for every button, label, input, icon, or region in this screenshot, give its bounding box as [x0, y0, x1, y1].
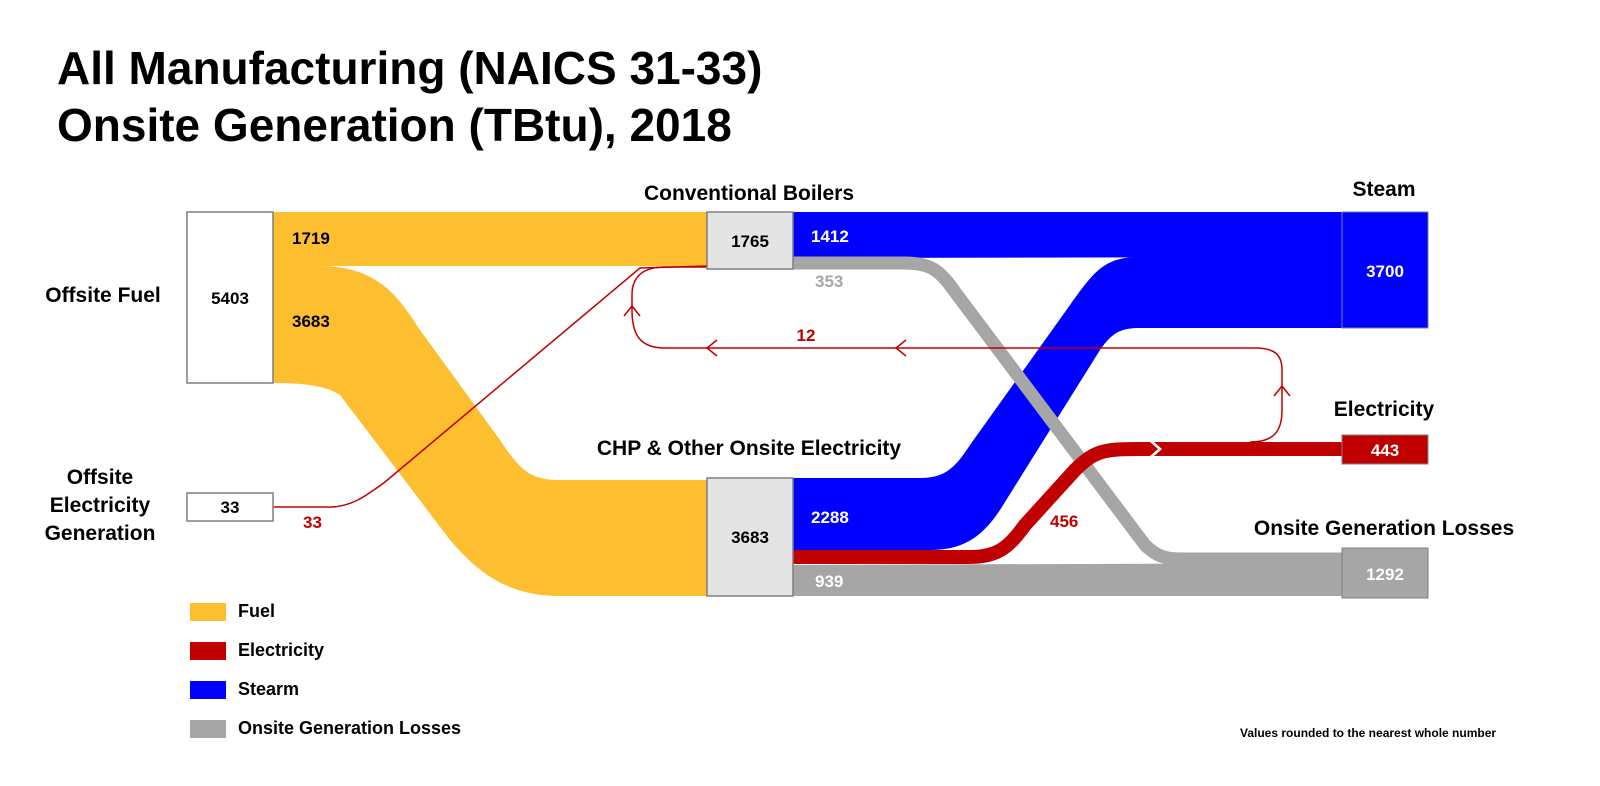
node-steam-label: Steam: [1352, 178, 1415, 201]
node-chp: [706, 477, 794, 597]
node-losses-value: 1292: [1366, 565, 1404, 584]
node-losses: [1341, 547, 1429, 599]
flow-boilers-to-losses-value: 353: [815, 272, 843, 291]
flow-boilers-to-steam-value: 1412: [811, 227, 849, 246]
node-offsite-electricity-value: 33: [221, 498, 240, 517]
flow-boilers-to-losses: [793, 256, 1342, 566]
flow-chp-to-losses-value: 939: [815, 572, 843, 591]
footnote: Values rounded to the nearest whole numb…: [1240, 726, 1497, 740]
flow-boilers-to-steam: [793, 212, 1342, 258]
legend-swatch-fuel: [190, 602, 226, 621]
legend-item-fuel: Fuel: [190, 592, 461, 631]
title-line-1: All Manufacturing (NAICS 31-33): [57, 42, 763, 94]
node-offsite-fuel-label: Offsite Fuel: [45, 284, 161, 307]
legend-swatch-losses: [190, 719, 226, 738]
flow-electricity-recirculated-value: 12: [797, 326, 816, 345]
node-offsite-fuel: [186, 211, 274, 384]
node-chp-label: CHP & Other Onsite Electricity: [597, 437, 902, 460]
node-electricity-label: Electricity: [1334, 398, 1435, 421]
flow-fuel-to-chp: [273, 266, 707, 596]
loop-arrowhead-1: [1273, 384, 1291, 397]
node-electricity: [1341, 434, 1429, 465]
flow-chp-to-electricity-value: 456: [1050, 512, 1078, 531]
legend-swatch-steam: [190, 680, 226, 699]
loop-arrowhead-4: [623, 304, 641, 317]
electricity-flow-chevron: [1150, 442, 1162, 456]
node-chp-value: 3683: [731, 528, 769, 547]
node-steam-value: 3700: [1366, 262, 1404, 281]
flow-chp-to-losses: [793, 563, 1342, 596]
title-line-2: Onsite Generation (TBtu), 2018: [57, 99, 732, 151]
node-steam: [1341, 211, 1429, 329]
node-offsite-electricity: [186, 492, 274, 522]
node-losses-label: Onsite Generation Losses: [1254, 517, 1514, 540]
node-conventional-boilers-value: 1765: [731, 232, 769, 251]
loop-arrowhead-2: [894, 339, 907, 357]
node-offsite-electricity-label-line-1: Offsite: [67, 466, 134, 489]
node-offsite-electricity-label-line-2: Electricity: [50, 494, 151, 517]
node-offsite-fuel-value: 5403: [211, 289, 249, 308]
flow-fuel-to-boilers: [273, 212, 707, 266]
flow-fuel-to-boilers-value: 1719: [292, 229, 330, 248]
flow-chp-to-electricity: [793, 442, 1342, 564]
node-conventional-boilers: [706, 211, 794, 270]
flow-electricity-recirculated: [631, 266, 1283, 443]
flow-chp-to-steam-value: 2288: [811, 508, 849, 527]
node-conventional-boilers-label: Conventional Boilers: [644, 182, 854, 205]
legend-label-steam: Stearm: [238, 679, 300, 699]
flow-offsite-electricity-value: 33: [303, 513, 322, 532]
legend-label-losses: Onsite Generation Losses: [238, 718, 462, 738]
flow-offsite-electricity-to-boilers: [273, 265, 708, 508]
flow-chp-to-steam: [793, 257, 1342, 550]
legend-item-steam: Stearm: [190, 670, 461, 709]
diagram-title: All Manufacturing (NAICS 31-33) Onsite G…: [57, 40, 762, 154]
node-offsite-electricity-label-line-3: Generation: [45, 522, 156, 545]
flow-fuel-to-chp-value: 3683: [292, 312, 330, 331]
legend: Fuel Electricity Stearm Onsite Generatio…: [190, 592, 461, 748]
legend-item-electricity: Electricity: [190, 631, 461, 670]
loop-arrowhead-3: [705, 339, 718, 357]
legend-swatch-electricity: [190, 641, 226, 660]
legend-item-losses: Onsite Generation Losses: [190, 709, 461, 748]
node-electricity-value: 443: [1371, 441, 1399, 460]
legend-label-electricity: Electricity: [238, 640, 325, 660]
legend-label-fuel: Fuel: [238, 601, 276, 621]
